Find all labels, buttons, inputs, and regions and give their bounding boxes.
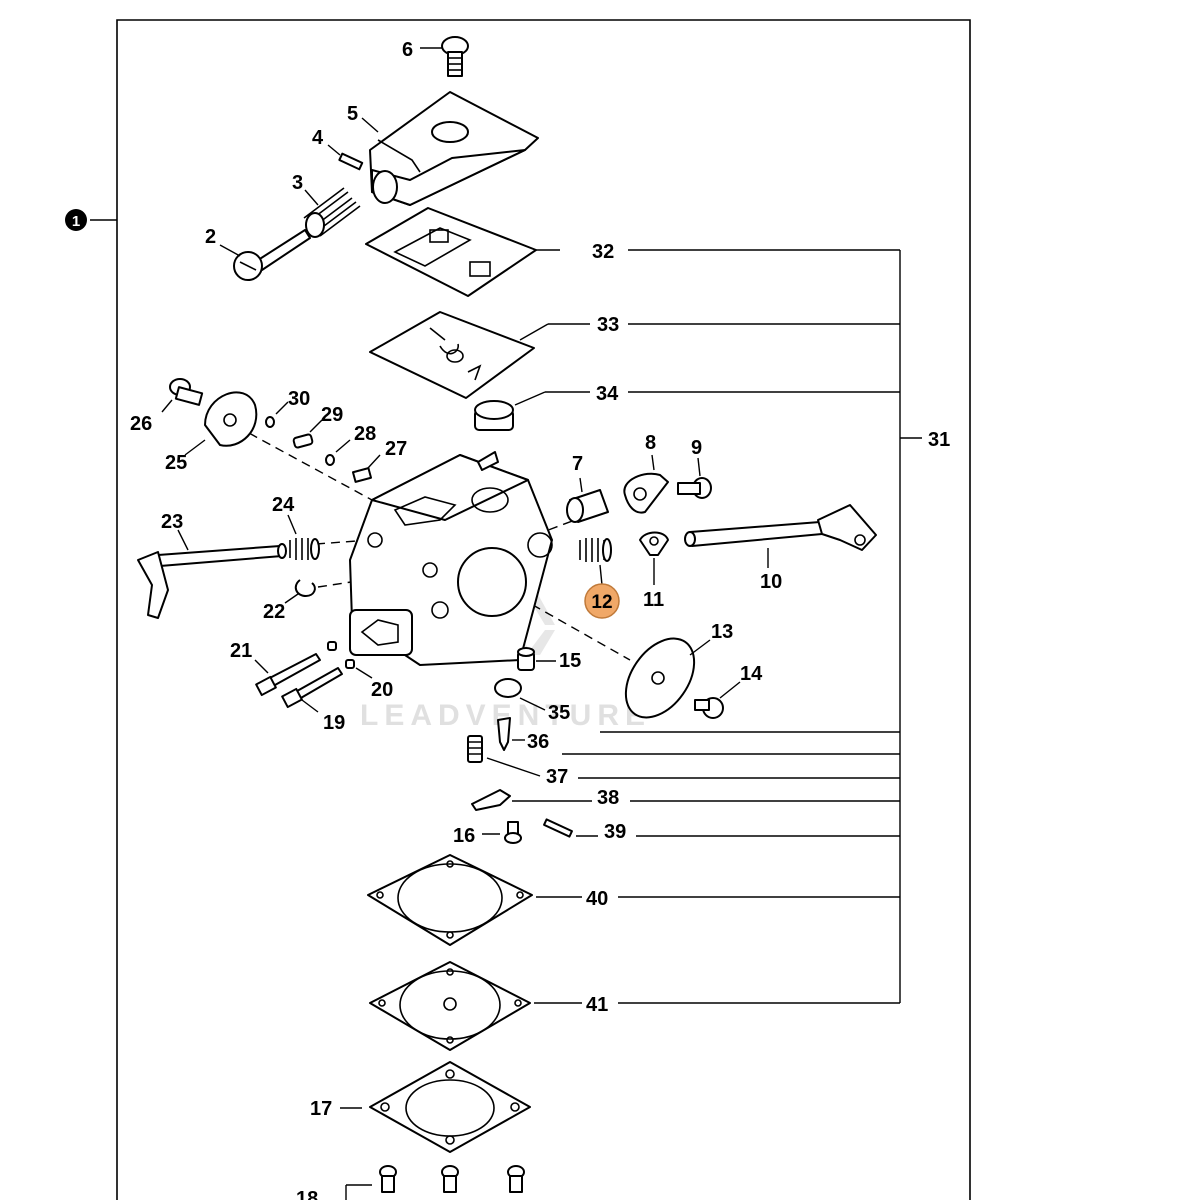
label-10: 10 (760, 571, 782, 593)
label-23: 23 (161, 511, 183, 533)
label-25: 25 (165, 452, 187, 474)
part-36-needle[interactable] (497, 717, 511, 751)
part-35-oring[interactable] (494, 678, 522, 698)
part-22-clip[interactable] (294, 579, 316, 597)
label-20: 20 (371, 679, 393, 701)
part-6-screw[interactable] (441, 36, 469, 77)
part-13-disk[interactable] (612, 626, 708, 730)
part-11-lever[interactable] (639, 531, 669, 556)
label-6: 6 (402, 39, 413, 61)
part-12-spring[interactable] (579, 538, 612, 562)
part-40-gasket[interactable] (367, 854, 533, 946)
part-32-gasket[interactable] (365, 207, 537, 297)
part-39-pin[interactable] (543, 818, 573, 838)
label-7: 7 (572, 453, 583, 475)
part-30-ring[interactable] (265, 416, 275, 428)
part-9-screw[interactable] (677, 477, 712, 499)
label-4: 4 (312, 127, 324, 149)
label-2: 2 (205, 226, 216, 248)
label-21: 21 (230, 640, 252, 662)
part-41-diaphragm[interactable] (369, 961, 531, 1051)
part-8-lever[interactable] (623, 472, 669, 514)
label-34: 34 (596, 383, 619, 405)
label-12: 12 (591, 592, 612, 613)
part-3-spring[interactable] (303, 187, 361, 238)
part-24-spring[interactable] (289, 538, 320, 560)
label-39: 39 (604, 821, 626, 843)
label-40: 40 (586, 888, 608, 910)
bracket-31 (562, 249, 922, 1004)
label-13: 13 (711, 621, 733, 643)
label-37: 37 (546, 766, 568, 788)
label-26: 26 (130, 413, 152, 435)
part-25-plate[interactable] (204, 391, 258, 447)
label-27: 27 (385, 438, 407, 460)
label-30: 30 (288, 388, 310, 410)
label-22: 22 (263, 601, 285, 623)
label-28: 28 (354, 423, 376, 445)
label-36: 36 (527, 731, 549, 753)
part-18-screws[interactable] (379, 1165, 525, 1193)
part-17-cover[interactable] (369, 1061, 531, 1153)
label-8: 8 (645, 432, 656, 454)
label-41: 41 (586, 994, 608, 1016)
label-11: 11 (643, 589, 664, 611)
label-3: 3 (292, 172, 303, 194)
part-29-sleeve[interactable] (292, 433, 314, 449)
part-16-screw[interactable] (504, 821, 522, 844)
part-34-filter[interactable] (474, 400, 514, 431)
label-24: 24 (272, 494, 295, 516)
part-14-screw[interactable] (694, 697, 724, 719)
part-21-needle[interactable] (255, 653, 321, 697)
label-19: 19 (323, 712, 345, 734)
label-14: 14 (740, 663, 763, 685)
part-10-shaft[interactable] (684, 504, 877, 551)
part-28-ring[interactable] (325, 454, 335, 466)
assembly-badge[interactable] (65, 209, 87, 231)
label-17: 17 (310, 1098, 332, 1120)
part-37-spring[interactable] (467, 735, 483, 763)
part-33-gasket[interactable] (369, 311, 535, 399)
carburetor-body[interactable] (349, 451, 553, 666)
part-19-needle[interactable] (281, 667, 343, 709)
assembly-frame (116, 19, 971, 1200)
part-38-lever[interactable] (471, 789, 511, 811)
label-31: 31 (928, 429, 950, 451)
label-29: 29 (321, 404, 343, 426)
label-33: 33 (597, 314, 619, 336)
part-2-screw[interactable] (233, 229, 311, 281)
part-27-spring[interactable] (351, 467, 373, 483)
label-5: 5 (347, 103, 358, 125)
part-15-plug[interactable] (517, 647, 535, 671)
part-7-sleeve[interactable] (566, 489, 609, 523)
part-4-pin[interactable] (338, 152, 364, 171)
part-20-caps[interactable] (327, 641, 355, 669)
callout-labels: 6 5 4 3 2 32 33 34 31 30 29 28 27 26 25 … (130, 39, 950, 1200)
label-16: 16 (453, 825, 475, 847)
label-35: 35 (548, 702, 570, 724)
part-26-screw[interactable] (169, 378, 204, 406)
label-38: 38 (597, 787, 619, 809)
highlight-marker-12[interactable] (584, 583, 620, 619)
label-18: 18 (296, 1188, 318, 1200)
label-9: 9 (691, 437, 702, 459)
label-32: 32 (592, 241, 614, 263)
assembly-label: 1 (72, 213, 80, 230)
label-15: 15 (559, 650, 581, 672)
part-5-cover[interactable] (369, 91, 539, 206)
part-23-shaft[interactable] (137, 543, 287, 619)
